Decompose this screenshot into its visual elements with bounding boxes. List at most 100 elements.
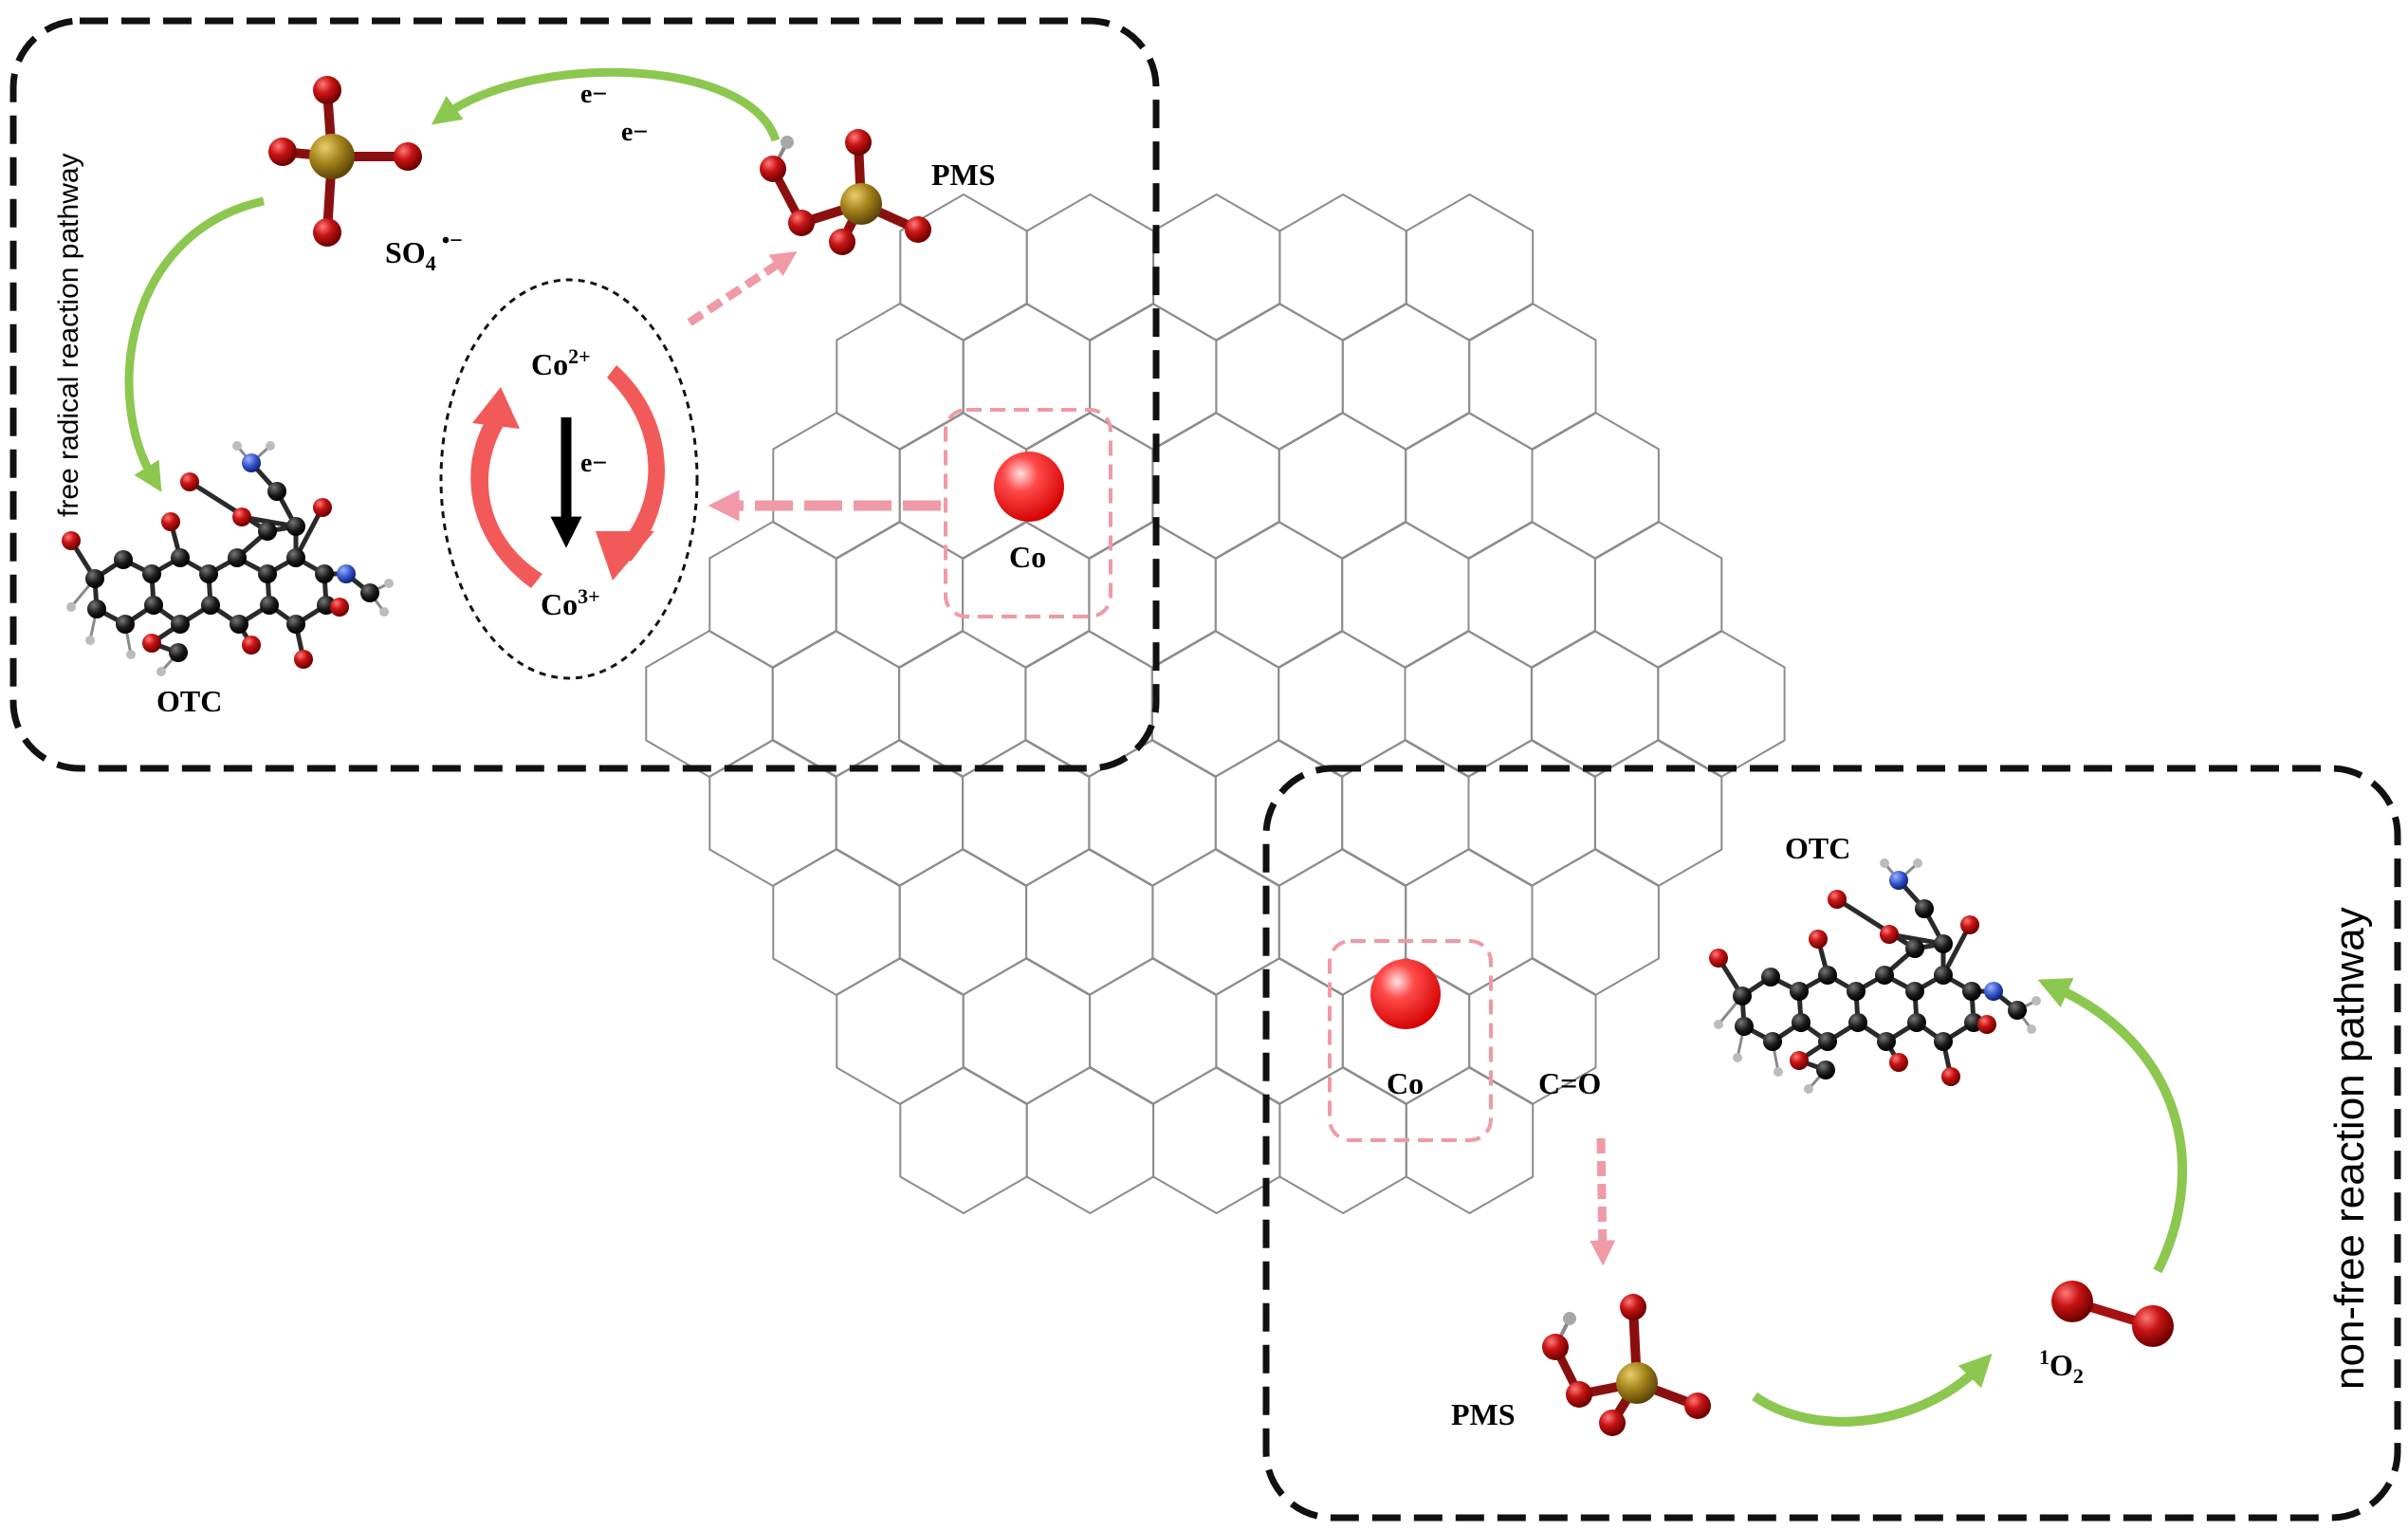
carbon-atom (114, 550, 133, 569)
free-radical-pathway-box (9, 17, 1160, 772)
green-arrow-singlet-oxygen-to-otc (2037, 977, 2187, 1274)
carbon-atom (1934, 934, 1953, 953)
carbon-atom (1907, 1013, 1926, 1032)
carbon-atom (171, 615, 190, 634)
carbon-atom (201, 596, 220, 615)
co2-label: Co2+ (531, 344, 591, 381)
pms-label-bottom: PMS (1451, 1397, 1516, 1431)
graphene-hexagon (898, 629, 1027, 779)
carbon-atom (286, 548, 305, 567)
graphene-hexagon (645, 629, 774, 779)
oxygen-atom (62, 531, 81, 550)
graphene-hexagon (1151, 847, 1280, 997)
otc-molecule-bottom (1709, 858, 2041, 1094)
electron-label-2: e− (621, 118, 648, 147)
carbon-atom (1934, 966, 1953, 985)
graphene-hexagon (1150, 629, 1280, 779)
carbon-atom (360, 583, 379, 602)
graphene-hexagon (1152, 193, 1281, 342)
graphene-hexagon (1088, 520, 1217, 670)
nitrogen-atom (337, 564, 356, 583)
carbon-atom (1848, 1013, 1867, 1032)
oxygen-atom (294, 650, 313, 669)
carbon-atom (1934, 1032, 1953, 1051)
sulfate-radical-molecule (268, 76, 422, 247)
carbon-atom (169, 643, 188, 662)
carbon-atom (142, 564, 161, 583)
carbon-atom (87, 599, 106, 618)
carbon-atom (258, 522, 277, 541)
co-label-bottom: Co (1387, 1066, 1424, 1100)
otc-label-bottom: OTC (1785, 831, 1850, 865)
graphene-hexagon (962, 738, 1091, 888)
graphene-hexagon (1468, 302, 1597, 452)
carbon-atom (1905, 982, 1924, 1001)
carbon-atom (199, 564, 218, 583)
graphene-hexagon (1530, 629, 1660, 779)
pms-molecule-bottom (1542, 1294, 1711, 1436)
oxygen-atom (180, 472, 199, 491)
pms-molecule-top (760, 129, 931, 255)
hydrogen-atom (1774, 1067, 1783, 1077)
co3-label: Co3+ (541, 584, 600, 621)
graphene-hexagon (708, 738, 837, 888)
graphene-hexagon (1214, 738, 1344, 888)
graphene-hexagon (1531, 847, 1660, 997)
graphene-hexagon (898, 847, 1028, 997)
carbon-atom (1792, 1013, 1811, 1032)
graphene-hexagon (1025, 193, 1155, 342)
graphene-hexagon (1024, 629, 1153, 779)
non-free-radical-pathway-box (1262, 765, 2401, 1522)
graphene-hexagon (962, 302, 1092, 452)
pink-dashed-arrow-carbonyl-to-pms (1590, 1137, 1616, 1266)
graphene-hexagon (1215, 956, 1344, 1106)
graphene-hexagon (962, 956, 1092, 1106)
graphene-hexagon (1467, 520, 1596, 670)
graphene-hexagon (708, 520, 837, 670)
hydrogen-atom (379, 607, 389, 617)
hydrogen-atom (2027, 1024, 2036, 1034)
oxygen-atom (1828, 890, 1847, 909)
graphene-hexagon (1531, 411, 1660, 561)
nitrogen-atom (1984, 982, 2003, 1001)
green-arrow-so4-to-otc (124, 196, 265, 492)
oxygen-atom (232, 507, 251, 526)
green-arrow-pms-to-singlet-oxygen (1752, 1354, 1993, 1427)
nitrogen-atom (242, 453, 261, 472)
graphene-hexagon (1151, 411, 1280, 561)
pms-label-top: PMS (931, 157, 996, 192)
graphene-hexagon (835, 738, 965, 888)
cobalt-atom-top (994, 452, 1064, 522)
graphene-hexagon (772, 847, 901, 997)
singlet-oxygen-molecule (2051, 1281, 2174, 1347)
free-radical-pathway-label: free radical reaction pathway (53, 153, 84, 517)
carbonyl-label: C=O (1538, 1066, 1601, 1100)
graphene-hexagon (1405, 411, 1534, 561)
singlet-oxygen-label: 1O2 (2039, 1345, 2084, 1388)
graphene-hexagon (1593, 738, 1723, 888)
graphene-hexagon-lattice (645, 193, 1786, 1215)
hydrogen-atom (2031, 996, 2041, 1005)
oxygen-atom (142, 634, 161, 653)
hydrogen-atom (1913, 858, 1922, 868)
graphene-hexagon (1025, 847, 1154, 997)
oxygen-atom (1960, 915, 1979, 934)
graphene-hexagon (1215, 302, 1344, 452)
non-free-pathway-label: non-free reaction pathway (2326, 907, 2373, 1390)
carbon-atom (1761, 968, 1780, 987)
hydrogen-atom (384, 579, 394, 588)
graphene-hexagon (1593, 520, 1723, 670)
electron-cycle-label: e− (580, 449, 607, 478)
carbon-atom (1875, 966, 1894, 985)
hydrogen-atom (126, 650, 136, 659)
carbon-atom (267, 482, 286, 501)
oxygen-atom (242, 636, 261, 655)
oxygen-atom (1977, 1015, 1996, 1034)
carbon-atom (1763, 1032, 1782, 1051)
carbon-atom (1735, 1017, 1754, 1036)
graphene-hexagon (1088, 738, 1217, 888)
otc-label-top: OTC (156, 684, 222, 718)
hydrogen-atom (66, 602, 76, 612)
pink-dashed-arrow-to-pms (687, 251, 798, 326)
oxygen-atom (1790, 1051, 1809, 1070)
